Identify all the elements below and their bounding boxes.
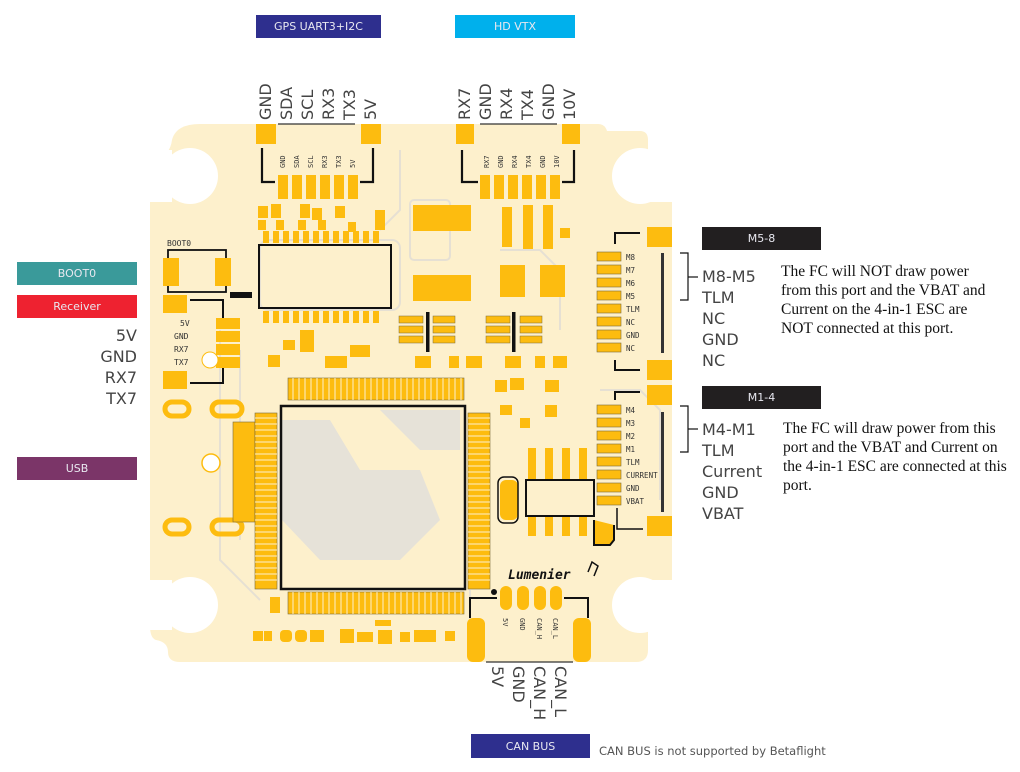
svg-text:RX3: RX3: [321, 155, 329, 168]
m58-pin-motors: M8-M5: [702, 267, 756, 286]
hdvtx-pin-rx7: RX7: [455, 87, 474, 120]
svg-text:M3: M3: [626, 419, 635, 428]
svg-text:GND: GND: [626, 484, 640, 493]
svg-text:10V: 10V: [553, 155, 561, 168]
svg-text:TLM: TLM: [626, 305, 640, 314]
svg-text:GND: GND: [174, 332, 189, 341]
m14-pin-tlm: TLM: [702, 441, 735, 460]
gps-pin-5v: 5V: [361, 98, 380, 120]
can-bus-badge: CAN BUS: [471, 734, 590, 758]
svg-text:SDA: SDA: [293, 155, 301, 168]
svg-text:RX7: RX7: [174, 345, 189, 354]
boot0-badge: BOOT0: [17, 262, 137, 285]
svg-text:TLM: TLM: [626, 458, 640, 467]
mount-hole-bl: [162, 577, 218, 633]
boot-silk-label: BOOT0: [167, 239, 191, 248]
m58-pin-tlm: TLM: [702, 288, 735, 307]
can-pin-5v: 5V: [488, 666, 507, 688]
svg-text:NC: NC: [626, 344, 635, 353]
svg-text:M7: M7: [626, 266, 635, 275]
can-silk-labels: 5V GND CAN_H CAN_L: [501, 618, 559, 639]
svg-text:TX7: TX7: [174, 358, 189, 367]
receiver-pin-labels: 5V GND RX7 TX7: [60, 325, 137, 409]
svg-text:M2: M2: [626, 432, 635, 441]
svg-text:GND: GND: [279, 155, 287, 168]
memory-chip-pins-top: [263, 231, 379, 323]
svg-text:M1: M1: [626, 445, 635, 454]
svg-text:5V: 5V: [349, 159, 357, 168]
usb-badge: USB: [17, 457, 137, 480]
can-pin-can-h: CAN_H: [530, 666, 549, 721]
svg-text:M8: M8: [626, 253, 636, 262]
receiver-pin-gnd: GND: [100, 347, 137, 366]
mcu-outline: [279, 404, 467, 591]
m5-8-badge: M5-8: [702, 227, 821, 250]
svg-text:RX7: RX7: [483, 155, 491, 168]
svg-text:RX4: RX4: [511, 155, 519, 168]
hd-vtx-badge: HD VTX: [455, 15, 575, 38]
gps-pin-tx3: TX3: [340, 89, 359, 120]
svg-text:CURRENT: CURRENT: [626, 471, 658, 480]
mcu-pins: [254, 377, 491, 615]
svg-text:TX4: TX4: [525, 155, 533, 168]
svg-text:M5: M5: [626, 292, 635, 301]
svg-text:CAN_H: CAN_H: [535, 618, 543, 639]
hdvtx-pin-gnd-2: GND: [539, 83, 558, 120]
brand-logo: Lumenier: [508, 568, 571, 583]
gps-uart3-i2c-badge: GPS UART3+I2C: [256, 15, 381, 38]
svg-text:M4: M4: [626, 406, 636, 415]
svg-text:NC: NC: [626, 318, 635, 327]
m14-pin-labels: M4-M1 TLM Current GND VBAT: [702, 419, 762, 524]
gps-pin-scl: SCL: [298, 89, 317, 120]
m58-pin-nc-2: NC: [702, 351, 726, 370]
hdvtx-pin-10v: 10V: [560, 88, 579, 120]
mcu-pin-gaps: [255, 378, 490, 614]
m14-note: The FC will draw power from this port an…: [783, 420, 1007, 494]
svg-text:TX3: TX3: [335, 155, 343, 168]
m58-note: The FC will NOT draw power from this por…: [781, 263, 986, 337]
svg-text:CAN_L: CAN_L: [551, 618, 559, 639]
m14-pin-gnd: GND: [702, 483, 739, 502]
receiver-badge: Receiver: [17, 295, 137, 318]
hdvtx-pin-gnd: GND: [476, 83, 495, 120]
gps-silk-labels: GND SDA SCL RX3 TX3 5V: [279, 155, 357, 168]
m14-pin-vbat: VBAT: [702, 504, 744, 523]
can-pads: [467, 586, 591, 662]
receiver-pin-rx7: RX7: [104, 368, 137, 387]
m14-pin-motors: M4-M1: [702, 420, 756, 439]
can-bus-note: CAN BUS is not supported by Betaflight: [599, 744, 826, 758]
hdvtx-pin-tx4: TX4: [518, 89, 537, 120]
can-pin-gnd: GND: [509, 666, 528, 703]
svg-text:VBAT: VBAT: [626, 497, 645, 506]
m14-pads: [596, 404, 622, 506]
svg-text:GND: GND: [497, 155, 505, 168]
gps-pin-rx3: RX3: [319, 87, 338, 120]
svg-text:GND: GND: [518, 618, 526, 631]
can-pin-can-l: CAN_L: [551, 666, 570, 717]
m14-pin-current: Current: [702, 462, 763, 481]
gps-pin-gnd: GND: [256, 83, 275, 120]
m1-4-badge: M1-4: [702, 386, 821, 409]
m58-pin-gnd: GND: [702, 330, 739, 349]
svg-text:SCL: SCL: [307, 155, 315, 168]
mount-hole-tl: [162, 148, 218, 204]
m58-bracket: [680, 252, 689, 301]
m58-pin-labels: M8-M5 TLM NC GND NC: [702, 266, 756, 371]
receiver-silk-labels: 5V GND RX7 TX7: [174, 319, 190, 367]
m14-bracket: [680, 405, 689, 453]
receiver-pin-tx7: TX7: [106, 389, 137, 408]
m58-pads: [596, 251, 622, 353]
receiver-pin-5v: 5V: [115, 326, 137, 345]
svg-text:5V: 5V: [501, 618, 509, 627]
svg-text:GND: GND: [626, 331, 640, 340]
hdvtx-pin-rx4: RX4: [497, 87, 516, 120]
hdvtx-silk-labels: RX7 GND RX4 TX4 GND 10V: [483, 155, 561, 168]
svg-text:5V: 5V: [180, 319, 190, 328]
svg-text:GND: GND: [539, 155, 547, 168]
gps-pin-sda: SDA: [277, 86, 296, 120]
m58-pin-nc: NC: [702, 309, 726, 328]
svg-text:M6: M6: [626, 279, 636, 288]
